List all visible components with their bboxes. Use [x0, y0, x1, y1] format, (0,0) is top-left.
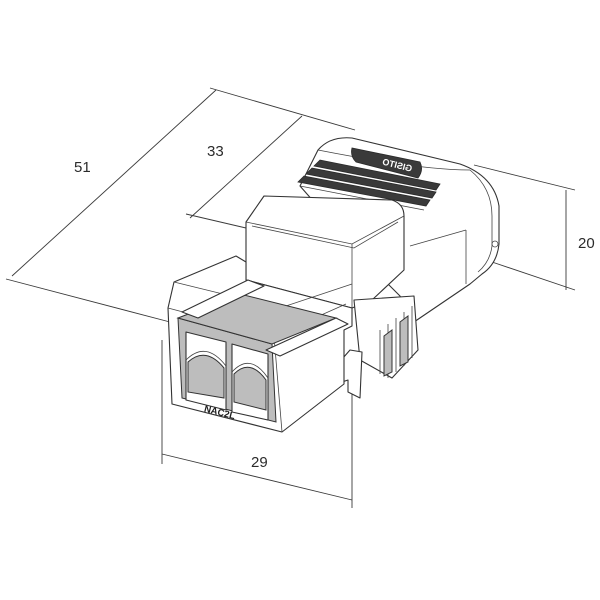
- brand-badge: [351, 147, 422, 179]
- dimension-51: 51: [5, 87, 356, 323]
- dimension-20-label: 20: [578, 235, 595, 252]
- dimension-33-label: 33: [207, 143, 224, 160]
- latch-ribs: [353, 295, 419, 379]
- dimension-33: 33: [185, 115, 303, 229]
- connector-body: GISITO: [167, 137, 500, 433]
- dimension-51-label: 51: [74, 159, 91, 176]
- top-ribs: [297, 159, 441, 211]
- dimension-29-label: 29: [251, 454, 268, 471]
- dimension-29: 29: [161, 340, 353, 508]
- dimension-20: 20: [473, 164, 595, 291]
